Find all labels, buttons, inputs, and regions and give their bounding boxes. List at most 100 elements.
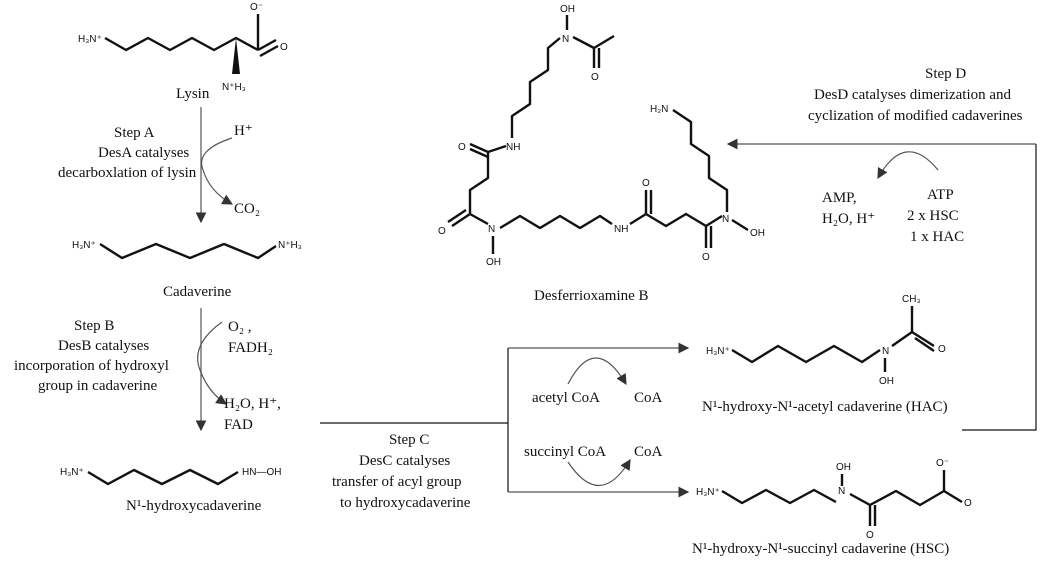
step-a-reagent-out: CO₂ bbox=[234, 201, 260, 217]
dfob-amide1-bond bbox=[487, 144, 507, 154]
succinyl-coa-label: succinyl CoA bbox=[524, 444, 606, 460]
step-b-title: Step B bbox=[74, 318, 114, 334]
step-b-line3: group in cadaverine bbox=[38, 378, 157, 394]
hydroxycadaverine-right-label: HN—OH bbox=[242, 467, 281, 478]
step-b-in1: O₂ , bbox=[228, 319, 252, 335]
lysin-name: Lysin bbox=[176, 86, 210, 102]
step-d-out2: H₂O, H⁺ bbox=[822, 211, 875, 227]
dfob-n4-oh-bond bbox=[731, 218, 749, 232]
dfob-amide1-o-label: O bbox=[458, 142, 466, 153]
hsc-name: N¹-hydroxy-N¹-succinyl cadaverine (HSC) bbox=[692, 541, 949, 557]
hydroxycadaverine-name: N¹-hydroxycadaverine bbox=[126, 498, 262, 514]
step-b-line1: DesB catalyses bbox=[58, 338, 149, 354]
hsc-cooh-double-bond bbox=[943, 489, 963, 504]
dfob-middle-chain-bond bbox=[499, 214, 613, 230]
step-d-in2: 2 x HSC bbox=[907, 208, 959, 224]
hac-co-bond bbox=[911, 330, 935, 348]
hsc-o-minus-label: O⁻ bbox=[936, 458, 949, 469]
lysin-h3n-label: H₃N⁺ bbox=[78, 34, 102, 45]
step-d-curved-arrow bbox=[877, 151, 939, 180]
dfob-h2n-label: H₂N bbox=[650, 104, 668, 115]
step-b-in2: FADH₂ bbox=[228, 340, 273, 356]
hsc-o2-label: O bbox=[964, 498, 972, 509]
hydroxycadaverine-chain-bond bbox=[87, 468, 239, 486]
lysin-chain-bond bbox=[104, 36, 259, 52]
dfob-amide3-o-label: O bbox=[642, 178, 650, 189]
cadaverine-left-label: H₃N⁺ bbox=[72, 240, 96, 251]
cadaverine-right-label: N⁺H₃ bbox=[278, 240, 302, 251]
dfob-succinyl1-bond bbox=[468, 152, 490, 214]
succinyl-coa-out-label: CoA bbox=[634, 444, 663, 460]
step-c-line1: DesC catalyses bbox=[359, 453, 450, 469]
cadaverine-name: Cadaverine bbox=[163, 284, 232, 300]
hsc-left-label: H₃N⁺ bbox=[696, 487, 720, 498]
hac-ch3-label: CH₃ bbox=[902, 294, 921, 305]
dfob-succinyl2-bond bbox=[645, 212, 707, 228]
dfob-top-n-label: N bbox=[562, 34, 569, 45]
dfob-amide4-o-label: O bbox=[702, 252, 710, 263]
dfob-n4-label: N bbox=[722, 214, 729, 225]
dfob-top-o-label: O bbox=[591, 72, 599, 83]
step-a-line2: decarboxlation of lysin bbox=[58, 165, 197, 181]
step-d-in1: ATP bbox=[927, 187, 954, 203]
dfob-amide2-n-bond bbox=[469, 212, 489, 226]
hac-oh-label: OH bbox=[879, 376, 894, 387]
dfob-name: Desferrioxamine B bbox=[534, 288, 649, 304]
hac-left-label: H₃N⁺ bbox=[706, 346, 730, 357]
dfob-amide4-n-bond bbox=[705, 214, 723, 228]
hac-co-double-bond bbox=[914, 337, 935, 352]
step-d-line2: cyclization of modified cadaverines bbox=[808, 108, 1023, 124]
step-a-line1: DesA catalyses bbox=[98, 145, 189, 161]
step-a-curved-arrow bbox=[201, 137, 234, 205]
dfob-right-chain-bond bbox=[672, 109, 729, 212]
dfob-n2-oh-label: OH bbox=[486, 257, 501, 268]
step-c-line2: transfer of acyl group bbox=[332, 474, 462, 490]
dfob-structure: OH N O NH O O N OH NH O O N bbox=[438, 4, 765, 268]
dfob-top-oh-label: OH bbox=[560, 4, 575, 15]
dfob-amide2-o-label: O bbox=[438, 226, 446, 237]
hsc-oh-label: OH bbox=[836, 462, 851, 473]
step-d-out1: AMP, bbox=[822, 190, 857, 206]
acetyl-coa-label: acetyl CoA bbox=[532, 390, 600, 406]
step-b-line2: incorporation of hydroxyl bbox=[14, 358, 169, 374]
step-a-reagent-in: H⁺ bbox=[234, 123, 253, 139]
hac-structure: H₃N⁺ N OH CH₃ O bbox=[706, 294, 946, 387]
step-d-in3: 1 x HAC bbox=[910, 229, 964, 245]
dfob-top-cme-bond bbox=[593, 34, 615, 50]
hsc-n-label: N bbox=[838, 486, 845, 497]
lysin-o-label: O bbox=[280, 42, 288, 53]
succinyl-coa-curved-arrow bbox=[567, 458, 631, 487]
cadaverine-structure: H₃N⁺ N⁺H₃ bbox=[72, 240, 302, 260]
dfob-amide3-n-bond bbox=[629, 212, 647, 226]
hsc-succinyl-bond bbox=[849, 489, 945, 507]
acetyl-coa-curved-arrow bbox=[567, 357, 627, 386]
lysin-co-bond bbox=[257, 38, 277, 52]
lysin-o-minus-label: O⁻ bbox=[250, 2, 263, 13]
step-c-line3: to hydroxycadaverine bbox=[340, 495, 471, 511]
step-b-out2: FAD bbox=[224, 417, 253, 433]
dfob-top-nc-bond bbox=[572, 35, 595, 50]
hac-n-label: N bbox=[882, 346, 889, 357]
lysin-co-double-bond bbox=[259, 44, 279, 58]
dfob-amide1-co-double-bond bbox=[469, 147, 489, 159]
dfob-amide2-co-bond bbox=[451, 213, 471, 227]
step-b-curved-arrow bbox=[197, 321, 227, 405]
dfob-n2-label: N bbox=[488, 224, 495, 235]
dfob-amide2-co-double-bond bbox=[447, 209, 467, 223]
hsc-structure: H₃N⁺ N OH O O⁻ O bbox=[696, 458, 972, 541]
lysin-wedge-bond bbox=[232, 38, 240, 74]
step-d-title: Step D bbox=[925, 66, 966, 82]
hydroxycadaverine-left-label: H₃N⁺ bbox=[60, 467, 84, 478]
hsc-o-label: O bbox=[866, 530, 874, 541]
step-d-connector bbox=[962, 144, 1037, 431]
hydroxycadaverine-structure: H₃N⁺ HN—OH bbox=[60, 467, 281, 486]
cadaverine-chain-bond bbox=[99, 242, 277, 260]
hsc-chain-bond bbox=[721, 488, 837, 505]
dfob-nh3-label: NH bbox=[614, 224, 628, 235]
step-b-out1: H₂O, H⁺, bbox=[224, 396, 281, 412]
step-d-line1: DesD catalyses dimerization and bbox=[814, 87, 1012, 103]
dfob-nh1-label: NH bbox=[506, 142, 520, 153]
dfob-n4-oh-label: OH bbox=[750, 228, 765, 239]
step-a-title: Step A bbox=[114, 125, 155, 141]
